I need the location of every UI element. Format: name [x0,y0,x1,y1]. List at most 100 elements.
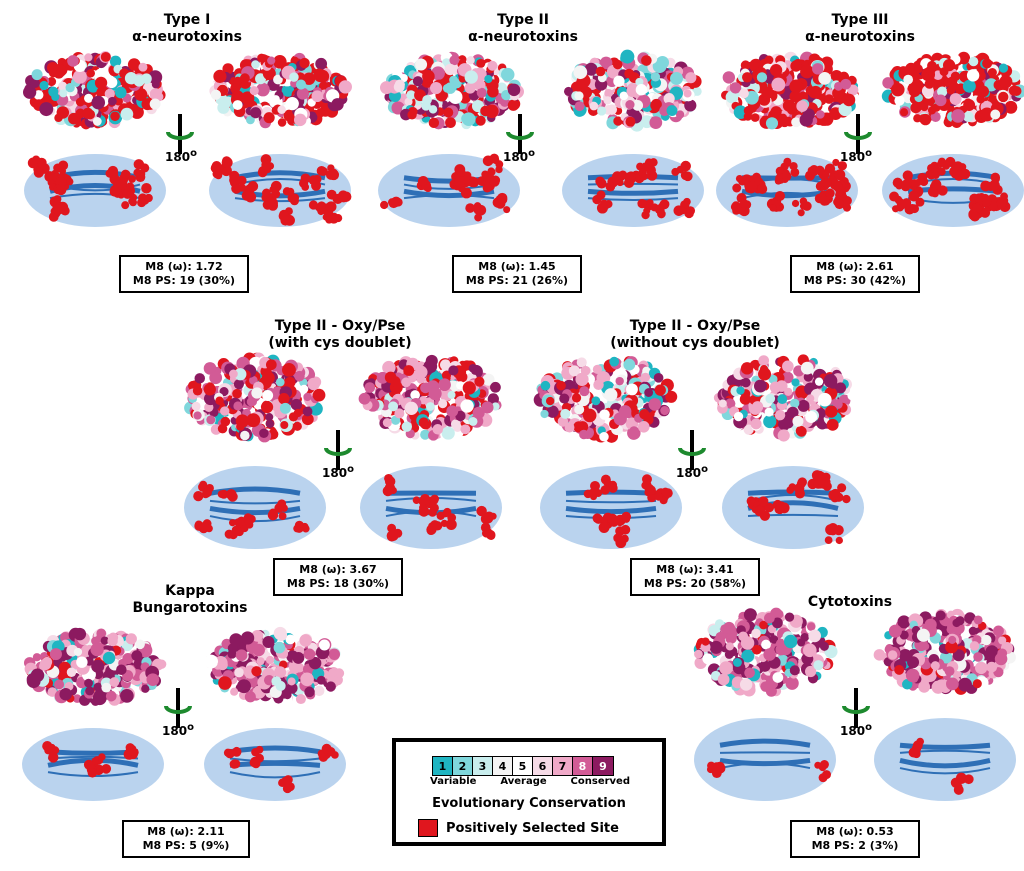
surface-model-oxy_with-back-atom [401,421,412,432]
ribbon-model-type1-front-site [55,184,67,196]
surface-model-kappa-front-atom [49,648,62,661]
surface-model-oxy_with-back-atom [460,399,474,413]
rotation-icon-oxy_with [324,430,352,470]
surface-model-cyto-front-atom [743,608,757,622]
surface-model-cyto-back-atom [873,649,886,661]
surface-model-oxy_with-front-atom [235,414,250,428]
surface-model-oxy_with-back-atom [460,424,471,435]
ribbon-model-type2-back-site [617,171,627,181]
surface-model-oxy_without-back-atom [818,392,832,407]
surface-model-oxy_with-back-atom [440,359,452,371]
surface-model-type3-front-atom [725,90,739,104]
ribbon-model-oxy_with-back-site [487,531,496,540]
ribbon-model-type1-back-site [325,169,337,180]
scale-cell-9: 9 [593,757,613,775]
surface-model-kappa-back-atom [275,680,286,691]
surface-model-type1-front-atom [148,70,163,85]
surface-model-cyto-back-atom [918,680,931,693]
surface-model-oxy_without-front-atom [556,380,566,391]
surface-model-type3-back-atom [925,65,936,76]
surface-model-type1-front [23,51,166,130]
surface-model-cyto-front-atom [701,637,710,646]
ribbon-model-type1-front-site [133,168,142,177]
surface-model-oxy_with-back-atom [403,365,415,376]
ribbon-model-oxy_without-front-site [618,527,626,535]
surface-model-cyto-back-atom [945,640,958,654]
ribbon-model-type2-back-site [679,207,687,215]
ribbon-model-type1-front-site [44,171,56,182]
surface-model-oxy_without-front-atom [546,405,559,418]
ribbon-model-type1-front-site [128,175,136,183]
surface-model-oxy_with-front-atom [192,385,203,396]
surface-model-type2-back-atom [613,75,625,87]
ribbon-model-type1-back-site [245,192,254,201]
ribbon-model-oxy_without-back-site [774,504,785,515]
ribbon-model-type2-back-site [685,206,696,216]
surface-model-oxy_with-back-atom [462,381,476,395]
surface-model-type3-back-atom [917,101,926,110]
surface-model-type1-front-atom [134,88,148,101]
surface-model-type1-back-atom [222,63,234,75]
ribbon-model-oxy_without-back-site [828,489,839,501]
ribbon-model-type1-front-site [33,167,44,178]
ribbon-model-oxy_with-front-site [226,490,235,500]
ribbon-model-oxy_with-back-site [476,505,487,517]
surface-model-type2-front [380,51,524,130]
surface-model-kappa-back-atom [252,643,265,657]
surface-model-type2-front-atom [428,105,438,114]
panel-title-oxy-with: Type II - Oxy/Pse(with cys doublet) [268,318,412,351]
surface-model-kappa-back-atom [325,681,336,692]
surface-model-cyto-front-atom [717,673,730,686]
surface-model-type2-back-atom [626,85,639,98]
surface-model-type1-back-atom [257,53,266,63]
surface-model-oxy_without-back-atom [805,411,818,423]
surface-model-type2-back-atom [613,116,623,126]
ribbon-model-oxy_with-front-site [217,490,226,498]
surface-model-cyto-front-atom [769,635,779,644]
ribbon-model-type2-back-site [628,176,636,184]
surface-model-cyto-back-atom [931,680,945,694]
surface-model-oxy_with-back-atom [438,399,448,409]
rotation-icon-oxy_without [678,430,706,470]
surface-model-oxy_with-front-atom [217,423,228,434]
surface-model-type2-back-atom [595,66,606,77]
surface-model-type1-back-atom [302,72,316,85]
surface-model-cyto-front-atom [785,676,799,690]
ribbon-model-type2-back-site [641,162,650,171]
surface-model-type2-back-atom [597,106,607,116]
ribbon-model-oxy_without-back-site [828,525,838,536]
surface-model-type3-back-atom [949,93,962,105]
ribbon-model-type3-front-site [842,196,852,206]
surface-model-type3-back-atom [924,79,935,89]
surface-model-oxy_with-front-atom [203,362,217,375]
ribbon-model-oxy_without-back-surface [722,466,864,549]
surface-model-oxy_without-back-atom [800,361,814,375]
surface-model-oxy_without-front-atom [540,380,551,391]
surface-model-type2-back-atom [675,110,685,119]
surface-model-cyto-front-atom [719,661,733,675]
surface-model-cyto-front-atom [759,660,771,672]
surface-model-kappa-front-atom [125,633,137,645]
surface-model-type2-front-atom [412,76,423,87]
scale-cell-7: 7 [553,757,573,775]
surface-model-type1-front-atom [72,69,87,84]
rotation-label-oxy-without: 180o [676,464,708,480]
surface-model-kappa-back-atom [274,666,287,679]
surface-model-cyto-back-atom [916,628,930,642]
surface-model-type3-back-atom [919,113,932,126]
surface-model-type3-front-atom [832,87,845,100]
surface-model-cyto-back-atom [888,624,902,638]
ribbon-model-oxy_without-back-site [758,496,769,507]
surface-model-kappa-front-atom [66,667,77,677]
ribbon-model-type1-back-site [325,215,334,224]
surface-model-kappa-front-atom [73,627,87,641]
ribbon-model-type1-front-site [137,198,147,208]
ribbon-model-cyto-front-ribbon [719,751,811,754]
scale-cell-6: 6 [533,757,553,775]
surface-model-type1-front-atom [138,62,148,72]
surface-model-type3-back [881,51,1024,128]
surface-model-type2-front-atom [461,112,476,127]
ribbon-model-oxy_without-front-site [654,492,663,501]
surface-model-type2-front-atom [406,90,416,100]
